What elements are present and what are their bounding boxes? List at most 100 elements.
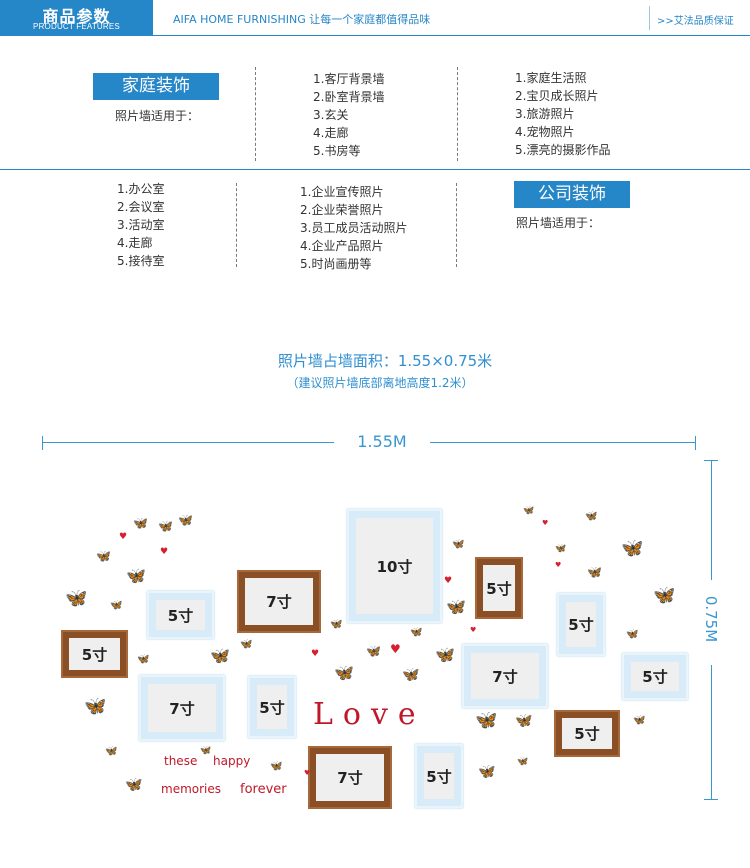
frame-size-label: 7寸: [169, 699, 195, 718]
butterfly-icon: 🦋: [84, 696, 107, 717]
butterfly-icon: 🦋: [523, 506, 535, 516]
photo-frame-7in: 7寸: [139, 675, 225, 741]
quality-guarantee: >>艾法品质保证: [657, 16, 734, 27]
photo-frame-5in: 5寸: [475, 557, 523, 619]
heart-icon: ♥: [390, 642, 401, 656]
mount-height-text: （建议照片墙底部离地高度1.2米）: [286, 376, 474, 390]
heart-icon: ♥: [555, 561, 562, 569]
butterfly-icon: 🦋: [126, 566, 146, 585]
heart-icon: ♥: [470, 626, 477, 634]
brand-slogan: AIFA HOME FURNISHING 让每一个家庭都值得品味: [173, 13, 431, 26]
photo-frame-7in: 7寸: [308, 746, 392, 809]
list-item: 5.时尚画册等: [300, 257, 372, 271]
list-item: 2.卧室背景墙: [313, 90, 385, 104]
width-dimension-line: [430, 442, 696, 443]
butterfly-icon: 🦋: [653, 585, 676, 606]
heart-icon: ♥: [444, 576, 453, 586]
dashed-divider: [457, 67, 458, 161]
section-divider: [0, 169, 750, 170]
home-list-places: 1.客厅背景墙 2.卧室背景墙 3.玄关 4.走廊 5.书房等: [313, 70, 384, 160]
header-title-block: [0, 0, 153, 36]
heart-icon: ♥: [542, 519, 549, 527]
sticker-word: forever: [240, 782, 287, 797]
butterfly-icon: 🦋: [65, 588, 88, 609]
butterfly-icon: 🦋: [402, 667, 420, 683]
butterfly-icon: 🦋: [105, 746, 118, 757]
butterfly-icon: 🦋: [334, 663, 354, 682]
height-dimension-line: [711, 665, 712, 799]
photo-frame-5in: 5寸: [147, 591, 214, 639]
sticker-word: happy: [213, 754, 251, 768]
list-item: 5.书房等: [313, 144, 361, 158]
butterfly-icon: 🦋: [200, 746, 212, 756]
photo-frame-7in: 7寸: [237, 570, 321, 633]
frame-size-label: 5寸: [426, 767, 452, 786]
list-item: 3.玄关: [313, 108, 349, 122]
sticker-word: these: [164, 754, 198, 768]
heart-icon: ♥: [119, 532, 128, 542]
list-item: 1.客厅背景墙: [313, 72, 385, 86]
list-item: 2.会议室: [117, 200, 165, 214]
list-item: 1.办公室: [117, 182, 165, 196]
list-item: 3.旅游照片: [515, 107, 575, 121]
butterfly-icon: 🦋: [330, 619, 343, 630]
butterfly-icon: 🦋: [96, 549, 111, 563]
frame-size-label: 5寸: [568, 616, 594, 634]
photo-frame-5in: 5寸: [415, 744, 463, 808]
heart-icon: ♥: [311, 649, 320, 659]
list-item: 4.企业产品照片: [300, 239, 384, 253]
photo-frame-5in: 5寸: [554, 710, 620, 757]
list-item: 1.家庭生活照: [515, 71, 587, 85]
butterfly-icon: 🦋: [137, 654, 150, 665]
home-usage-note: 照片墙适用于：: [115, 109, 200, 123]
header-title-cn: 商品参数: [42, 7, 111, 26]
width-dimension-tick: [42, 436, 43, 450]
butterfly-icon: 🦋: [621, 538, 644, 559]
width-dimension-label: 1.55M: [357, 432, 407, 451]
frame-size-label: 7寸: [337, 769, 363, 787]
butterfly-icon: 🦋: [626, 629, 639, 640]
butterfly-icon: 🦋: [158, 519, 173, 533]
heart-icon: ♥: [160, 547, 169, 557]
butterfly-icon: 🦋: [517, 757, 529, 767]
love-wall-sticker: Love: [313, 697, 426, 732]
company-list-photos: 1.企业宣传照片 2.企业荣誉照片 3.员工成员活动照片 4.企业产品照片 5.…: [300, 183, 407, 273]
photo-frame-7in: 7寸: [462, 644, 548, 708]
butterfly-icon: 🦋: [240, 639, 253, 650]
frame-size-label: 5寸: [642, 668, 668, 686]
butterfly-icon: 🦋: [270, 761, 283, 772]
list-item: 5.接待室: [117, 254, 165, 268]
list-item: 5.漂亮的摄影作品: [515, 143, 611, 157]
butterfly-icon: 🦋: [410, 627, 423, 638]
list-item: 1.企业宣传照片: [300, 185, 384, 199]
butterfly-icon: 🦋: [366, 644, 381, 658]
butterfly-icon: 🦋: [125, 777, 143, 793]
list-item: 4.走廊: [117, 236, 153, 250]
width-dimension-tick: [695, 436, 696, 450]
frame-size-label: 5寸: [167, 606, 194, 625]
photo-frame-5in: 5寸: [61, 630, 128, 678]
list-item: 3.活动室: [117, 218, 165, 232]
frame-size-label: 10寸: [376, 557, 413, 576]
height-dimension-line: [711, 460, 712, 580]
butterfly-icon: 🦋: [633, 715, 646, 726]
dashed-divider: [255, 67, 256, 161]
header-title-en: PRODUCT FEATURES: [33, 22, 120, 31]
butterfly-icon: 🦋: [178, 513, 193, 527]
butterfly-icon: 🦋: [435, 645, 455, 664]
header-separator: [649, 6, 650, 30]
butterfly-icon: 🦋: [555, 544, 567, 554]
company-decor-tag: 公司装饰: [514, 181, 630, 208]
list-item: 2.企业荣誉照片: [300, 203, 384, 217]
frame-size-label: 5寸: [486, 579, 512, 598]
frame-size-label: 7寸: [492, 667, 518, 686]
photo-frame-5in: 5寸: [248, 676, 296, 738]
butterfly-icon: 🦋: [585, 511, 598, 522]
butterfly-icon: 🦋: [452, 539, 465, 550]
height-dimension-tick: [704, 799, 718, 800]
photo-frame-10in: 10寸: [347, 509, 442, 623]
company-list-places: 1.办公室 2.会议室 3.活动室 4.走廊 5.接待室: [117, 180, 164, 270]
width-dimension-line: [42, 442, 334, 443]
header-bar: 商品参数 PRODUCT FEATURES AIFA HOME FURNISHI…: [0, 0, 750, 36]
butterfly-icon: 🦋: [210, 646, 230, 665]
